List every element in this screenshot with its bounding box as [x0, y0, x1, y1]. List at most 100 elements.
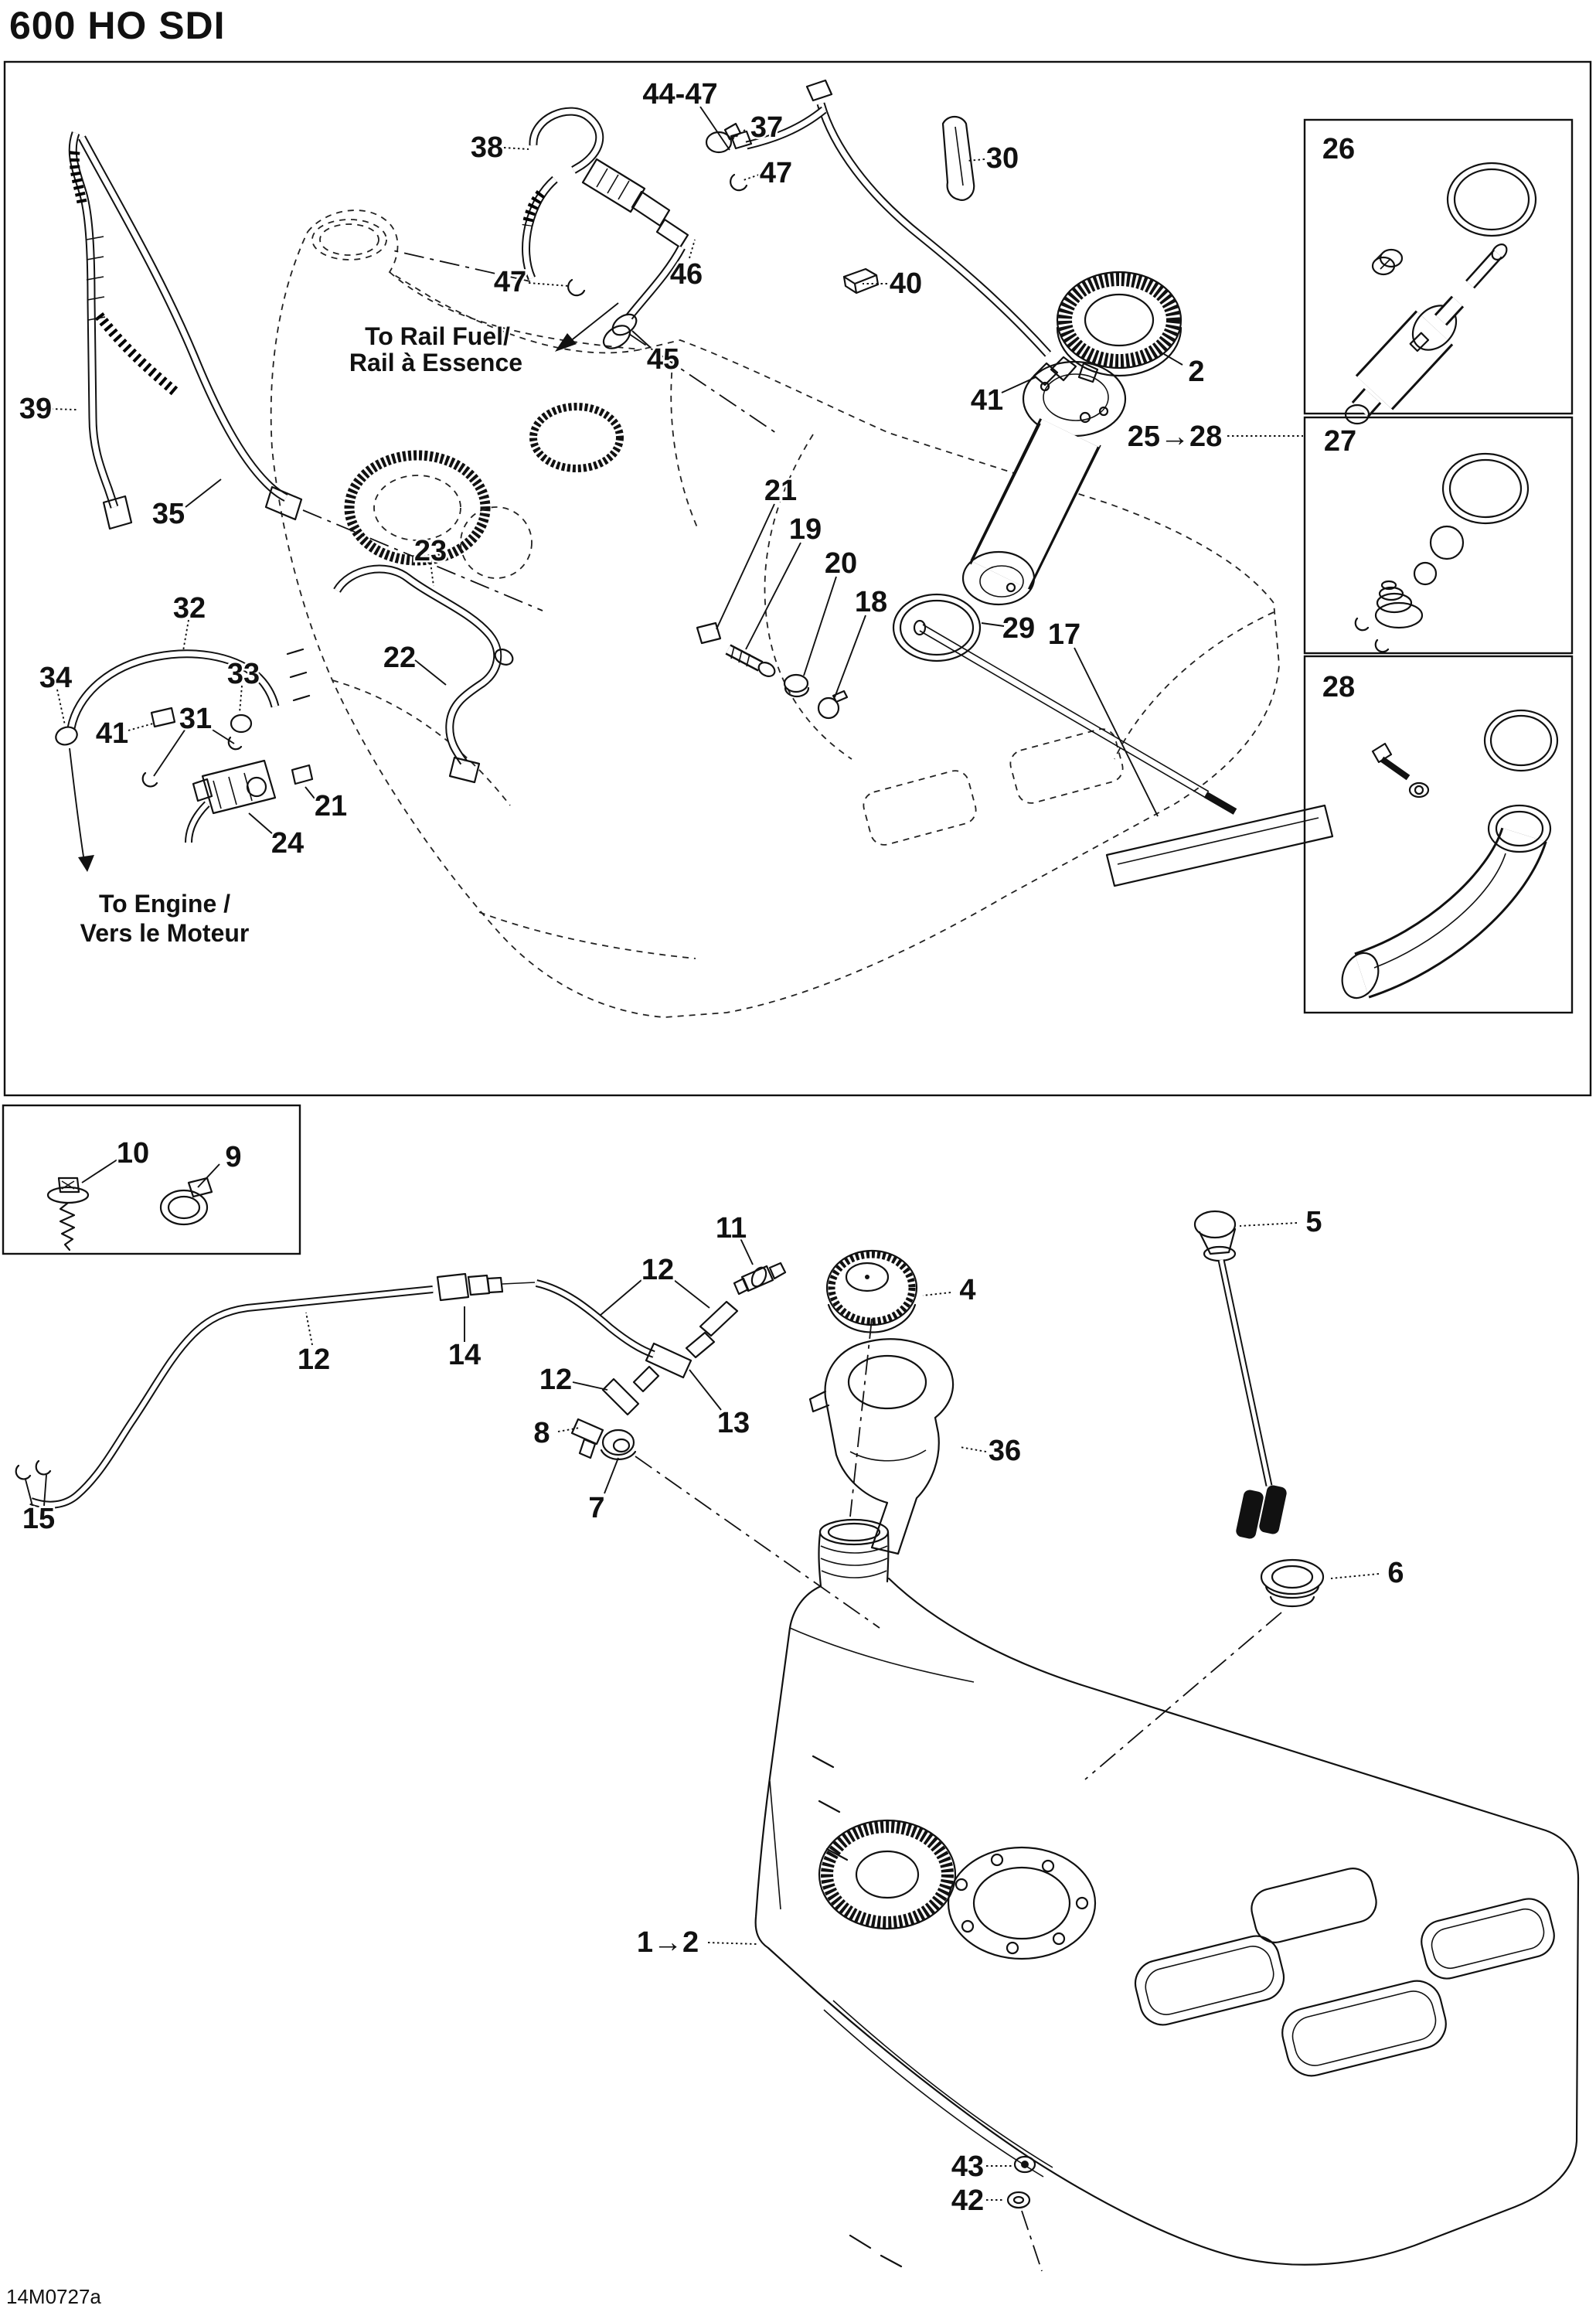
- leader-45: [631, 330, 652, 349]
- clamp-18: [817, 696, 840, 720]
- leader-9: [197, 1163, 220, 1188]
- callout-2: 2: [1188, 356, 1204, 388]
- damper-40: [842, 267, 880, 295]
- leader-32: [182, 619, 189, 652]
- grommet-7: [601, 1429, 635, 1456]
- leader-24: [248, 812, 274, 836]
- callout-31: 31: [179, 703, 212, 735]
- leader-12: [673, 1279, 710, 1309]
- inset-box-28: [1303, 655, 1574, 1014]
- leader-47: [743, 174, 760, 181]
- leader-35: [185, 478, 222, 508]
- leader-22: [414, 659, 447, 686]
- callout-18: 18: [855, 586, 887, 618]
- callout-39: 39: [19, 393, 52, 425]
- leader-2: [1163, 353, 1183, 366]
- callout-28: 28: [1322, 671, 1355, 703]
- fittings-21-19-20-18: [696, 621, 849, 720]
- to-rail-note-line1: To Rail Fuel/: [365, 322, 510, 350]
- leader-lines: [25, 106, 1380, 2201]
- callout-19: 19: [789, 513, 822, 546]
- callout-33: 33: [227, 658, 260, 690]
- leader-41: [128, 723, 154, 731]
- leader-34: [56, 689, 66, 726]
- sender-opening: [947, 1846, 1097, 1960]
- fastener-box: [2, 1104, 301, 1255]
- tube-12-lower: [601, 1377, 640, 1416]
- callout-47: 47: [760, 157, 792, 189]
- leader-13: [689, 1369, 722, 1411]
- main-diagram-frame: [3, 60, 1592, 1097]
- to-engine-arrow: [69, 747, 94, 872]
- leader-31: [208, 727, 235, 744]
- clip-31a: [141, 771, 158, 788]
- callout-46: 46: [670, 258, 703, 291]
- leader-10: [81, 1159, 118, 1183]
- valve-24: [201, 759, 277, 815]
- fastener-parts: [46, 1177, 213, 1251]
- leader-12: [599, 1279, 642, 1316]
- callout-40: 40: [890, 267, 922, 300]
- callout-23: 23: [414, 535, 447, 567]
- callout-43: 43: [951, 2150, 984, 2183]
- callout-20: 20: [825, 547, 857, 580]
- o-ring-29: [892, 593, 982, 662]
- callout-47: 47: [494, 266, 526, 298]
- leader-6: [1330, 1573, 1380, 1579]
- callout-13: 13: [717, 1407, 750, 1439]
- callout-44-47: 44-47: [642, 78, 717, 111]
- cap-guard-36: [808, 1338, 955, 1555]
- callout-12: 12: [539, 1364, 572, 1396]
- callout-7: 7: [588, 1492, 604, 1524]
- leader-38: [503, 147, 529, 150]
- vent-hose-38: [522, 107, 880, 349]
- callout-5: 5: [1305, 1206, 1322, 1238]
- inset-27-parts: [1354, 452, 1530, 653]
- fuel-pump-module: [730, 79, 1334, 887]
- clip-47-upper: [730, 173, 748, 192]
- washer-42: [1006, 2191, 1031, 2209]
- leader-46: [689, 239, 696, 259]
- clamp-34: [55, 726, 78, 746]
- leader-29: [981, 622, 1005, 627]
- valve-cluster: [55, 649, 314, 843]
- inset-28-parts: [1341, 709, 1559, 999]
- to-rail-arrow: [555, 302, 619, 352]
- fuel-hose-23-22: [333, 564, 514, 784]
- callout-21: 21: [764, 475, 797, 507]
- centerlines: [302, 250, 1282, 2272]
- callout-34: 34: [39, 662, 72, 694]
- callout-22: 22: [383, 642, 416, 674]
- fuel-cap-4: [825, 1249, 918, 1333]
- callout-37: 37: [750, 111, 783, 144]
- callout-42: 42: [951, 2184, 984, 2217]
- callout-32: 32: [173, 592, 206, 625]
- callout-21: 21: [315, 790, 347, 822]
- leader-30: [967, 158, 985, 162]
- leader-5: [1239, 1222, 1298, 1227]
- callout-38: 38: [471, 131, 503, 164]
- callout-26: 26: [1322, 133, 1355, 165]
- y-fitting-13: [632, 1331, 716, 1393]
- leader-15: [43, 1474, 47, 1507]
- nut-43: [1013, 2155, 1036, 2174]
- callout-29: 29: [1002, 612, 1035, 645]
- leader-17: [1074, 647, 1159, 817]
- callout-27: 27: [1324, 425, 1356, 458]
- callout-36: 36: [989, 1435, 1021, 1467]
- callout-14: 14: [448, 1339, 481, 1371]
- inset-box-27: [1303, 416, 1574, 655]
- leader-4: [922, 1292, 951, 1296]
- leader-31: [153, 728, 186, 777]
- clamp-37: [705, 131, 733, 154]
- callout-25→28: 25→28: [1128, 421, 1223, 453]
- leader-23: [430, 562, 434, 587]
- strap-30: [941, 115, 975, 201]
- leader-1→2: [707, 1942, 758, 1945]
- callout-35: 35: [152, 498, 185, 530]
- callout-10: 10: [117, 1137, 149, 1170]
- callout-41: 41: [971, 384, 1003, 417]
- vent-line-parts: [15, 1262, 787, 1509]
- inset-box-26: [1303, 118, 1574, 415]
